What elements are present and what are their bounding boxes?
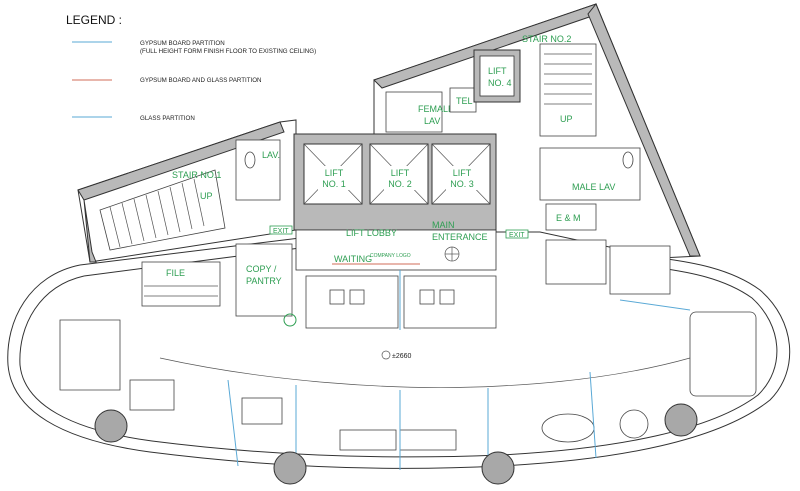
legend-glass-label: GLASS PARTITION <box>140 115 195 122</box>
main-entrance-label-line1: MAIN <box>432 220 455 230</box>
legend: LEGEND : GYPSUM BOARD PARTITION (FULL HE… <box>66 13 316 122</box>
copy-pantry-room <box>235 243 293 317</box>
copy-pantry-label-line2: PANTRY <box>246 276 282 286</box>
main-entrance-label-line2: ENTERANCE <box>432 232 488 242</box>
plant-icon <box>283 313 297 327</box>
lift-1-label-line1: LIFT <box>325 168 344 178</box>
right-offices <box>545 239 757 397</box>
lift-1-label-line2: NO. 1 <box>322 179 346 189</box>
female-lav-room <box>385 91 443 133</box>
stair-1-label: STAIR NO.1 <box>172 170 221 180</box>
tel-label: TEL <box>456 96 473 106</box>
lift-3-label-line2: NO. 3 <box>450 179 474 189</box>
file-label: FILE <box>166 268 185 278</box>
stair-2-up-label: UP <box>560 114 573 124</box>
perimeter-offices <box>59 319 649 470</box>
legend-gypsum-note: (FULL HEIGHT FORM FINISH FLOOR TO EXISTI… <box>140 48 316 55</box>
lift-3-label-line1: LIFT <box>453 168 472 178</box>
column <box>94 409 128 443</box>
column <box>664 403 698 437</box>
lift-lobby: LIFT LOBBY MAIN ENTERANCE WAITING COMPAN… <box>295 220 497 271</box>
company-logo-label: COMPANY LOGO <box>370 253 411 259</box>
waiting-label: WAITING <box>334 254 372 264</box>
exit-sign-left <box>269 225 293 235</box>
columns <box>94 403 698 485</box>
female-lav-label-line2: LAV <box>424 116 440 126</box>
lift-4-label-line2: NO. 4 <box>488 78 512 88</box>
ne-core: FEMALE LAV TEL LIFT NO. 4 STAIR NO.2 UP … <box>373 3 701 259</box>
copy-pantry-label-line1: COPY / <box>246 264 277 274</box>
office-shell <box>7 237 791 469</box>
column <box>481 451 515 485</box>
lift-2-label-line2: NO. 2 <box>388 179 412 189</box>
stair-1-up-label: UP <box>200 191 213 201</box>
tel-room <box>449 87 477 113</box>
exit-left-label: EXIT <box>273 228 289 235</box>
file-room <box>141 261 221 307</box>
level-marker: ±2660 <box>381 350 412 360</box>
exit-sign-right <box>505 229 529 239</box>
stair-2 <box>539 43 597 137</box>
lift-lobby-label: LIFT LOBBY <box>346 228 397 238</box>
stair-1-treads <box>109 178 205 248</box>
stair-1-block: STAIR NO.1 UP LAV. EXIT <box>77 119 297 263</box>
lav-room <box>235 139 281 201</box>
lift-2-label-line1: LIFT <box>391 168 410 178</box>
em-label: E & M <box>556 213 581 223</box>
lav-label: LAV. <box>262 150 280 160</box>
toilet-icon <box>622 151 634 169</box>
stair-2-label: STAIR NO.2 <box>522 34 571 44</box>
legend-title: LEGEND : <box>66 13 122 27</box>
female-lav-label-line1: FEMALE <box>418 104 454 114</box>
workstations-center <box>305 270 497 330</box>
exit-right-label: EXIT <box>509 232 525 239</box>
em-room <box>545 203 597 231</box>
legend-gypsum-label: GYPSUM BOARD PARTITION <box>140 40 225 47</box>
conference-table <box>689 311 757 397</box>
legend-gypsum-glass-label: GYPSUM BOARD AND GLASS PARTITION <box>140 77 261 84</box>
stair-2-treads <box>544 53 592 105</box>
lift-4-label-line1: LIFT <box>488 66 507 76</box>
column <box>273 451 307 485</box>
lift-core: LIFT NO. 1 LIFT NO. 2 LIFT NO. 3 <box>293 133 497 231</box>
toilet-icon <box>244 151 256 169</box>
level-mark-label: ±2660 <box>392 353 412 360</box>
support-rooms: COPY / PANTRY FILE <box>141 243 297 327</box>
male-lav-label: MALE LAV <box>572 182 615 192</box>
